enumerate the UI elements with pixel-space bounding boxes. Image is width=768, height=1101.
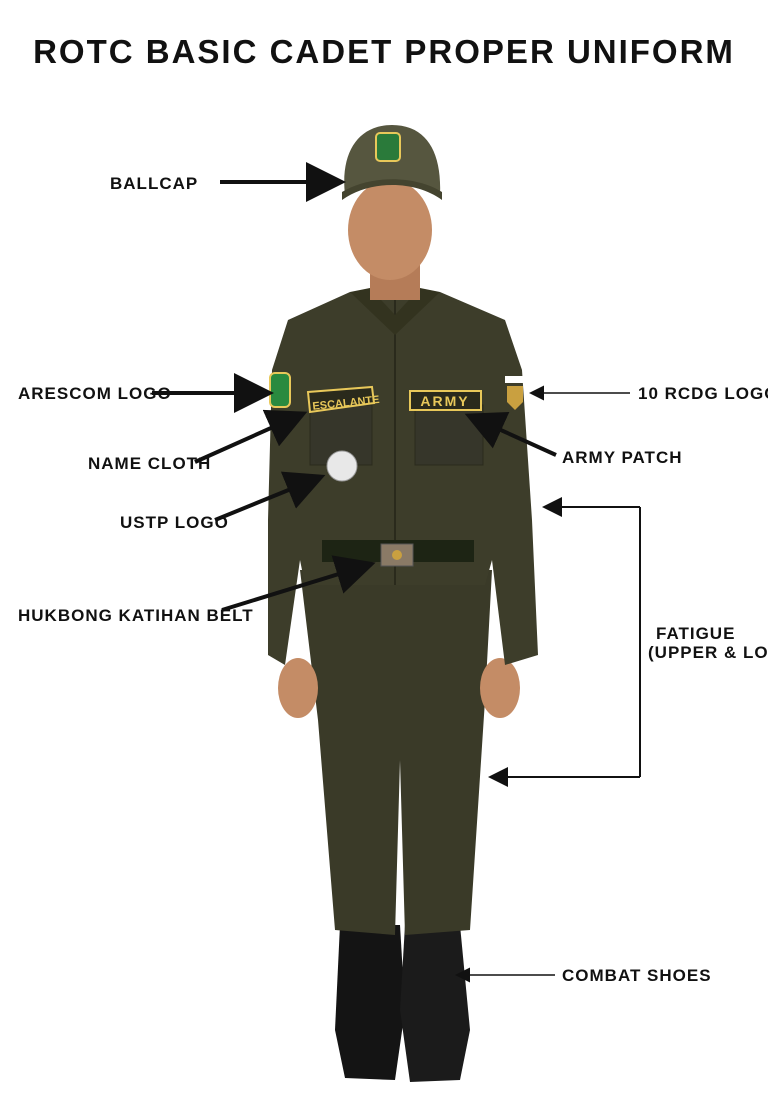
face	[348, 180, 432, 280]
label-name-cloth: NAME CLOTH	[88, 454, 211, 473]
arrows	[152, 162, 641, 983]
ustp-logo	[326, 450, 358, 482]
label-arescom-logo: ARESCOM LOGO	[18, 384, 172, 403]
name-cloth-patch	[306, 385, 376, 414]
label-ustp-logo: USTP LOGO	[120, 513, 229, 532]
label-ballcap: BALLCAP	[110, 174, 198, 193]
label-rcdg-logo: 10 RCDG LOGO	[638, 384, 768, 403]
label-fatigue-sub: (UPPER & LOWER)	[648, 643, 768, 662]
army-patch-text: ARMY	[420, 393, 469, 409]
rcdg-patch	[507, 386, 523, 410]
army-patch	[409, 390, 482, 411]
right-hand	[480, 658, 520, 718]
label-combat-shoes: COMBAT SHOES	[562, 966, 712, 985]
label-army-patch: ARMY PATCH	[562, 448, 683, 467]
cadet-figure: ESCALANTE ARMY	[268, 125, 538, 1082]
left-hand	[278, 658, 318, 718]
arescom-patch	[269, 372, 291, 408]
combat-shoes-right	[400, 925, 470, 1082]
diagram-title: ROTC BASIC CADET PROPER UNIFORM	[33, 33, 735, 70]
combat-shoes	[335, 925, 405, 1080]
label-belt: HUKBONG KATIHAN BELT	[18, 606, 254, 625]
label-fatigue: FATIGUE	[656, 624, 735, 643]
fatigue-lower	[300, 570, 492, 935]
